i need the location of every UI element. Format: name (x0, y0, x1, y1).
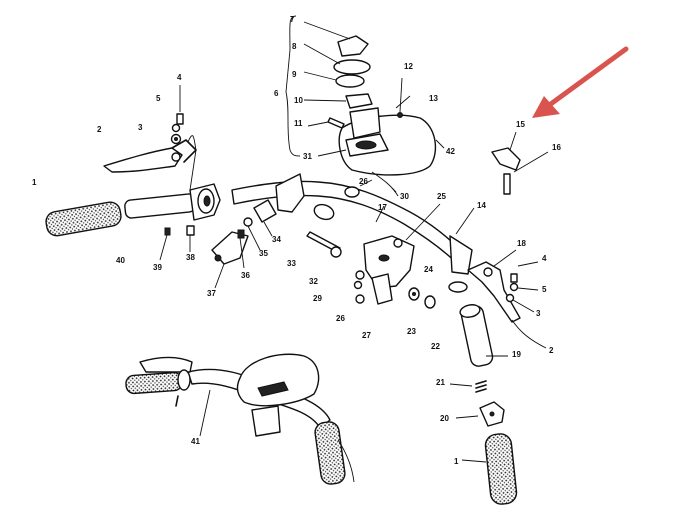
left-washer-3 (170, 133, 182, 145)
callout-5: 5 (156, 94, 161, 103)
callout-15: 15 (516, 120, 525, 129)
highlight-arrow (532, 46, 629, 118)
callout-1-right: 1 (454, 457, 459, 466)
callout-27: 27 (362, 331, 371, 340)
grip-clamp-20 (455, 401, 505, 427)
assembled-handlebar-41 (125, 353, 355, 485)
left-cable-wire (187, 135, 197, 191)
callout-26-bottom: 26 (336, 314, 345, 323)
callout-29: 29 (313, 294, 322, 303)
callout-5-right: 5 (542, 285, 547, 294)
callout-34: 34 (272, 235, 281, 244)
left-bolt-4 (176, 85, 184, 125)
callout-30: 30 (400, 192, 409, 201)
callout-labels: 1 2 3 4 5 6 7 8 9 10 11 12 13 14 15 16 1… (32, 15, 561, 466)
bracket-6 (285, 15, 301, 157)
bolt-16 (503, 151, 549, 195)
leader-lines-center (307, 95, 475, 241)
main-handlebar (231, 173, 473, 275)
callout-41: 41 (191, 437, 200, 446)
callout-2-right: 2 (549, 346, 554, 355)
callout-39: 39 (153, 263, 162, 272)
callout-4: 4 (177, 73, 182, 82)
callout-16: 16 (552, 143, 561, 152)
callout-12: 12 (404, 62, 413, 71)
left-grip (45, 201, 122, 237)
callout-35: 35 (259, 249, 268, 258)
right-lever-18 (467, 249, 547, 349)
callout-3-right: 3 (536, 309, 541, 318)
callout-3: 3 (138, 123, 143, 132)
left-nut-5 (171, 123, 181, 133)
spring-21 (449, 380, 487, 393)
callout-26-top: 26 (359, 177, 368, 186)
callout-32: 32 (309, 277, 318, 286)
callout-13: 13 (429, 94, 438, 103)
right-small-parts-3-5 (505, 261, 539, 313)
switch-body-13 (345, 107, 389, 157)
callout-10: 10 (294, 96, 303, 105)
callout-38: 38 (186, 253, 195, 262)
clamp-parts-34-36 (237, 199, 277, 269)
callout-37: 37 (207, 289, 216, 298)
screw-11-12 (327, 77, 403, 129)
callout-20: 20 (440, 414, 449, 423)
switch-stack-7-10 (303, 21, 373, 109)
callout-2: 2 (97, 125, 102, 134)
callout-11: 11 (294, 119, 303, 128)
center-washers (353, 270, 436, 309)
callout-7: 7 (290, 15, 295, 24)
center-clamp-assembly (363, 235, 415, 305)
callout-18: 18 (517, 239, 526, 248)
callout-17: 17 (378, 203, 387, 212)
callout-6: 6 (274, 89, 279, 98)
callout-1: 1 (32, 178, 37, 187)
callout-22: 22 (431, 342, 440, 351)
right-grip-1 (461, 433, 518, 505)
callout-23: 23 (407, 327, 416, 336)
twist-grip-tube-19 (459, 304, 508, 367)
callout-8: 8 (292, 42, 297, 51)
left-twist-grip-tube (124, 183, 221, 221)
callout-25: 25 (437, 192, 446, 201)
left-small-parts (159, 225, 195, 261)
callout-40: 40 (116, 256, 125, 265)
callout-9: 9 (292, 70, 297, 79)
callout-36: 36 (241, 271, 250, 280)
callout-14: 14 (477, 201, 486, 210)
callout-4-right: 4 (542, 254, 547, 263)
callout-31: 31 (303, 152, 312, 161)
callout-21: 21 (436, 378, 445, 387)
center-bolt-33 (306, 231, 342, 258)
callout-42: 42 (446, 147, 455, 156)
ring-24 (448, 281, 468, 293)
callout-19: 19 (512, 350, 521, 359)
callout-33: 33 (287, 259, 296, 268)
left-lever (103, 139, 197, 173)
cable-guide-30-26 (344, 179, 373, 198)
clamp-bracket-37 (211, 231, 249, 289)
small-bracket-15 (491, 131, 521, 171)
callout-24: 24 (424, 265, 433, 274)
